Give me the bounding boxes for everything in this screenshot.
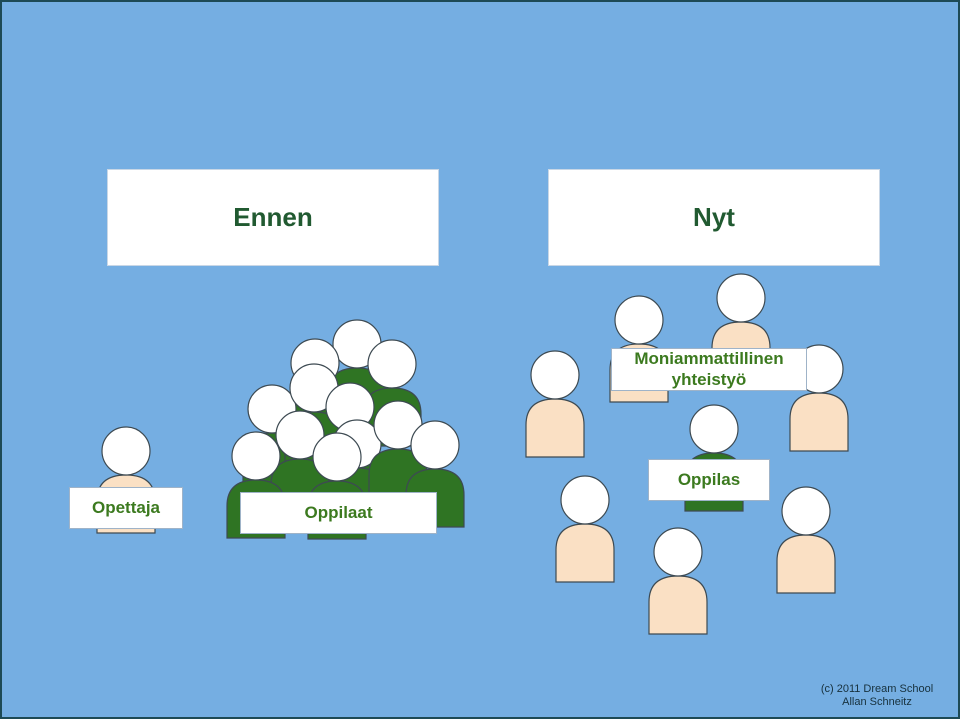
figure-body — [555, 523, 615, 583]
figure-head — [560, 475, 610, 525]
figure-head — [781, 486, 831, 536]
figure-head — [231, 431, 281, 481]
professional-figure — [525, 350, 585, 458]
figure-head — [530, 350, 580, 400]
collaboration-label-line2: yhteistyö — [671, 369, 747, 389]
figure-body — [648, 575, 708, 635]
teacher-label: Opettaja — [69, 487, 183, 529]
collaboration-label: Moniammattillinen yhteistyö — [611, 348, 807, 391]
figure-head — [716, 273, 766, 323]
credit-line2: Allan Schneitz — [842, 696, 912, 708]
students-label: Oppilaat — [240, 492, 437, 534]
collaboration-label-line1: Moniammattillinen — [634, 349, 784, 369]
student-label: Oppilas — [648, 459, 770, 501]
figure-body — [789, 392, 849, 452]
figure-body — [776, 534, 836, 594]
heading-now: Nyt — [693, 202, 735, 232]
professional-figure — [789, 344, 849, 452]
figure-head — [275, 410, 325, 460]
credit-line1: (c) 2011 Dream School — [820, 683, 934, 695]
figure-head — [312, 432, 362, 482]
heading-now-box: Nyt — [548, 169, 880, 266]
heading-before: Ennen — [233, 202, 313, 232]
professional-figure — [555, 475, 615, 583]
figure-head — [653, 527, 703, 577]
figure-head — [614, 295, 664, 345]
figure-head — [689, 404, 739, 454]
figure-head — [367, 339, 417, 389]
heading-before-box: Ennen — [107, 169, 439, 266]
professional-figure — [776, 486, 836, 594]
figure-head — [101, 426, 151, 476]
professional-figure — [648, 527, 708, 635]
figure-head — [410, 420, 460, 470]
figure-body — [525, 398, 585, 458]
copyright-credit: (c) 2011 Dream School Allan Schneitz — [802, 683, 952, 709]
